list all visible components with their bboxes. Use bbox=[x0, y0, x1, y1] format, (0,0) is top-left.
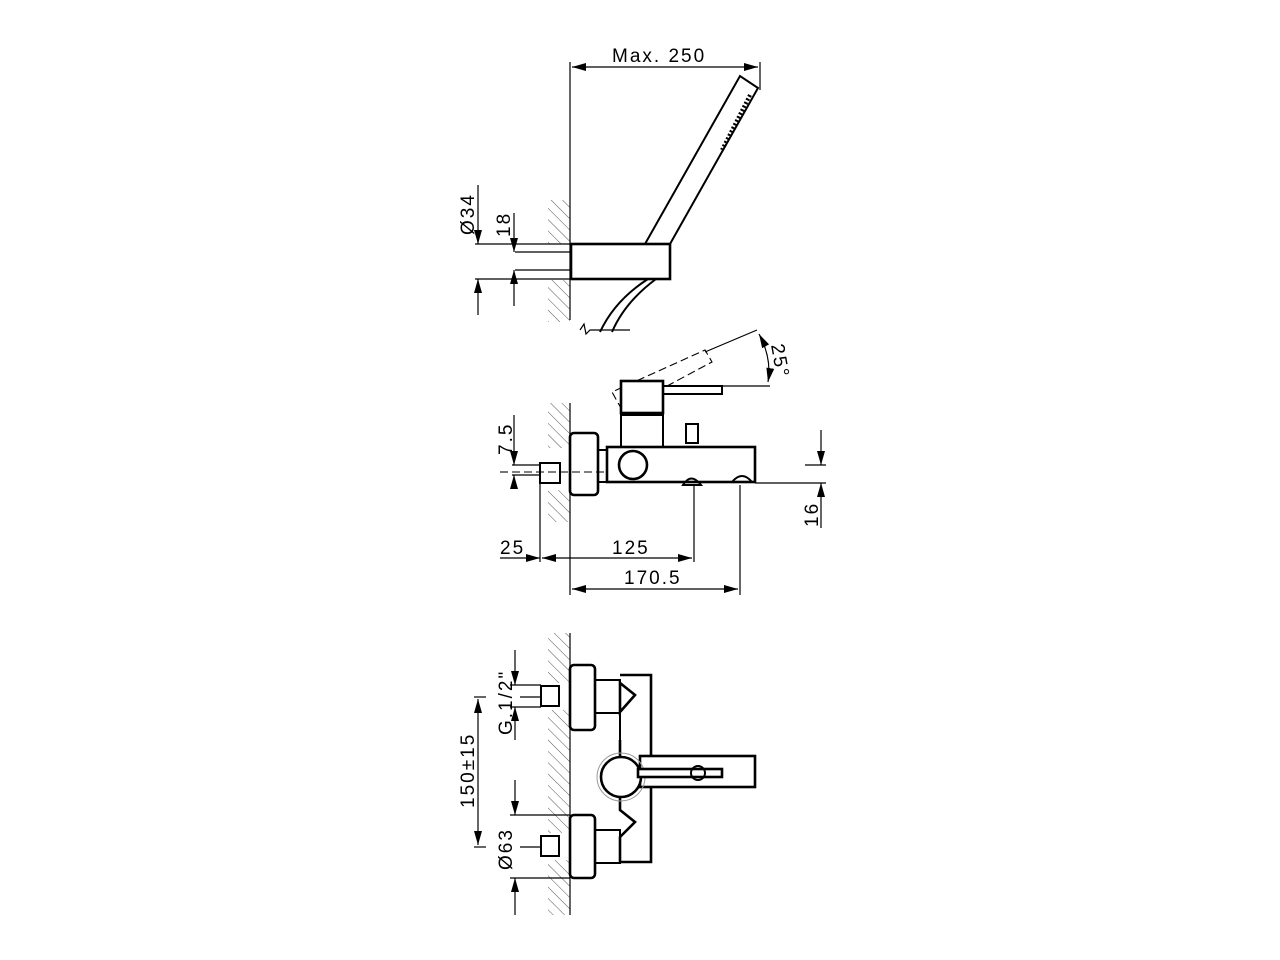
mixer-front-view: G.1/2" 150±15 Ø63 bbox=[458, 633, 757, 915]
lever bbox=[636, 767, 724, 779]
cartridge bbox=[620, 414, 664, 448]
wall-rosette bbox=[568, 431, 600, 497]
hose bbox=[599, 278, 657, 333]
wall-hatch bbox=[548, 280, 570, 322]
outlet-height-label: 16 bbox=[802, 502, 823, 527]
diverter-knob bbox=[617, 449, 649, 481]
rosette-diameter-label: Ø63 bbox=[496, 828, 517, 870]
lever-angle-label: 25° bbox=[766, 342, 793, 380]
mixer-cap bbox=[619, 379, 665, 415]
holder-block bbox=[569, 242, 672, 281]
pipe-size-label: 18 bbox=[494, 212, 515, 237]
mixer-side-view: 25° 7.5 16 25 125 170.5 bbox=[496, 329, 826, 595]
nut-dimension-label: 25 bbox=[500, 538, 525, 559]
nozzles bbox=[720, 94, 752, 151]
hand-shower-holder-view: Max. 250 Ø34 18 bbox=[458, 46, 761, 336]
lever-raised-outline bbox=[611, 349, 713, 411]
lever bbox=[662, 385, 723, 395]
mixer-knob bbox=[599, 755, 643, 799]
holder-diameter-label: Ø34 bbox=[458, 193, 479, 235]
outlet-distance-label: 125 bbox=[612, 538, 650, 559]
spout-length-label: 170.5 bbox=[624, 568, 682, 589]
upper-rosette bbox=[568, 663, 597, 732]
thread-label: G.1/2" bbox=[496, 670, 517, 735]
connection-nut bbox=[539, 462, 561, 484]
diverter-button bbox=[685, 423, 699, 444]
max-reach-label: Max. 250 bbox=[612, 46, 706, 67]
hand-shower bbox=[643, 74, 760, 245]
lower-rosette bbox=[568, 813, 597, 880]
wall-hatch bbox=[548, 200, 570, 244]
centres-label: 150±15 bbox=[458, 733, 479, 808]
offset-label: 7.5 bbox=[496, 423, 517, 455]
